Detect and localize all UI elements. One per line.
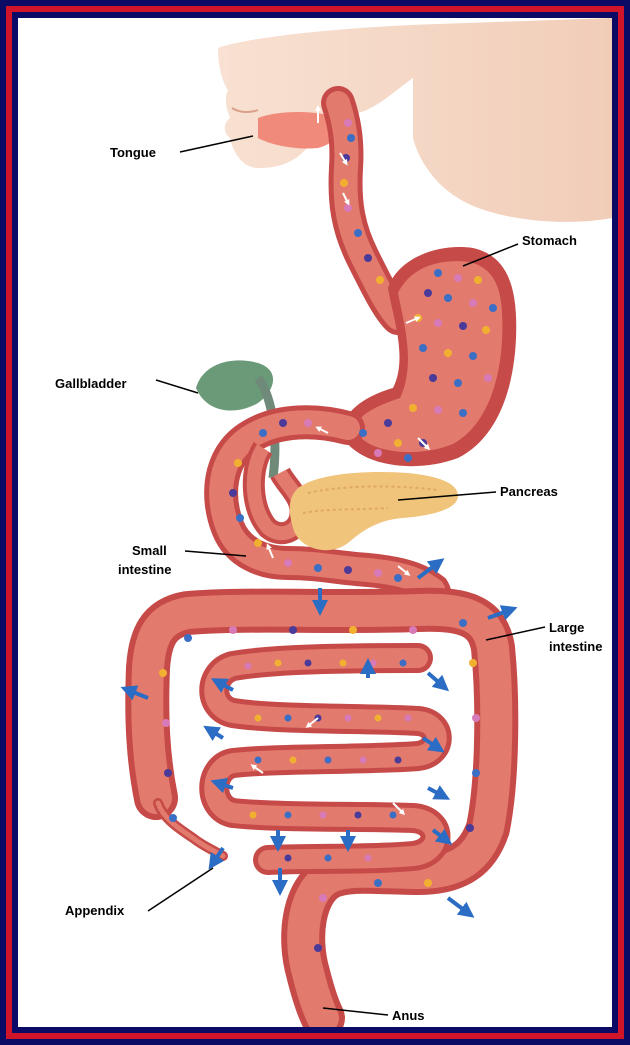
label-small-intestine-line1: Small: [132, 543, 167, 558]
digestive-system-diagram: Tongue Stomach Gallbladder Pancreas Smal…: [18, 18, 612, 1027]
label-gallbladder: Gallbladder: [55, 376, 127, 391]
label-large-intestine-line2: intestine: [549, 639, 602, 654]
pancreas: [290, 472, 458, 550]
label-tongue: Tongue: [110, 145, 156, 160]
label-appendix: Appendix: [65, 903, 125, 918]
label-small-intestine-line2: intestine: [118, 562, 171, 577]
label-stomach: Stomach: [522, 233, 577, 248]
label-anus: Anus: [392, 1008, 425, 1023]
label-pancreas: Pancreas: [500, 484, 558, 499]
label-large-intestine-line1: Large: [549, 620, 584, 635]
diagram-canvas: Tongue Stomach Gallbladder Pancreas Smal…: [18, 18, 612, 1027]
